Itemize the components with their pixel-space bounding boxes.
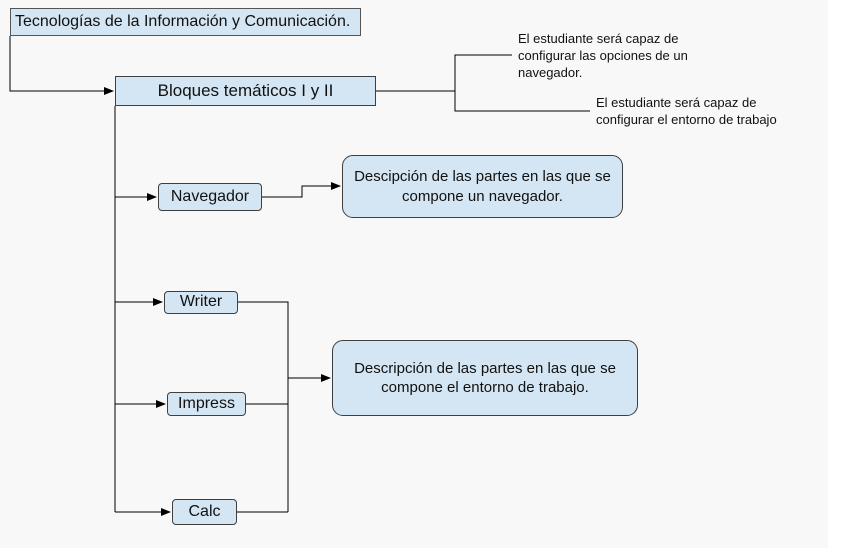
entorno-description-node: Descripción de las partes en las que se … [332,340,638,416]
diagram-canvas: Tecnologías de la Información y Comunica… [9,8,777,525]
title-to-topic-connector [9,36,114,95]
topic-to-objective-1-connector [376,54,512,92]
writer-to-bracket-connector [238,301,289,512]
objective-note-2: El estudiante será capaz de configurar e… [596,95,777,127]
impress-node: Impress [167,392,246,416]
topic-to-objective-2-connector [454,91,590,112]
objective-note-1: El estudiante será capaz de configurar l… [518,31,688,80]
calc-node: Calc [172,499,237,525]
navegador-to-description-connector [262,182,341,198]
diagram-title: Tecnologías de la Información y Comunica… [10,8,361,36]
writer-node: Writer [164,291,238,314]
main-topic-node: Bloques temáticos I y II [115,76,376,106]
navegador-description-node: Descipción de las partes en las que se c… [342,155,623,218]
navegador-node: Navegador [158,183,262,211]
connector-lines [9,36,590,516]
